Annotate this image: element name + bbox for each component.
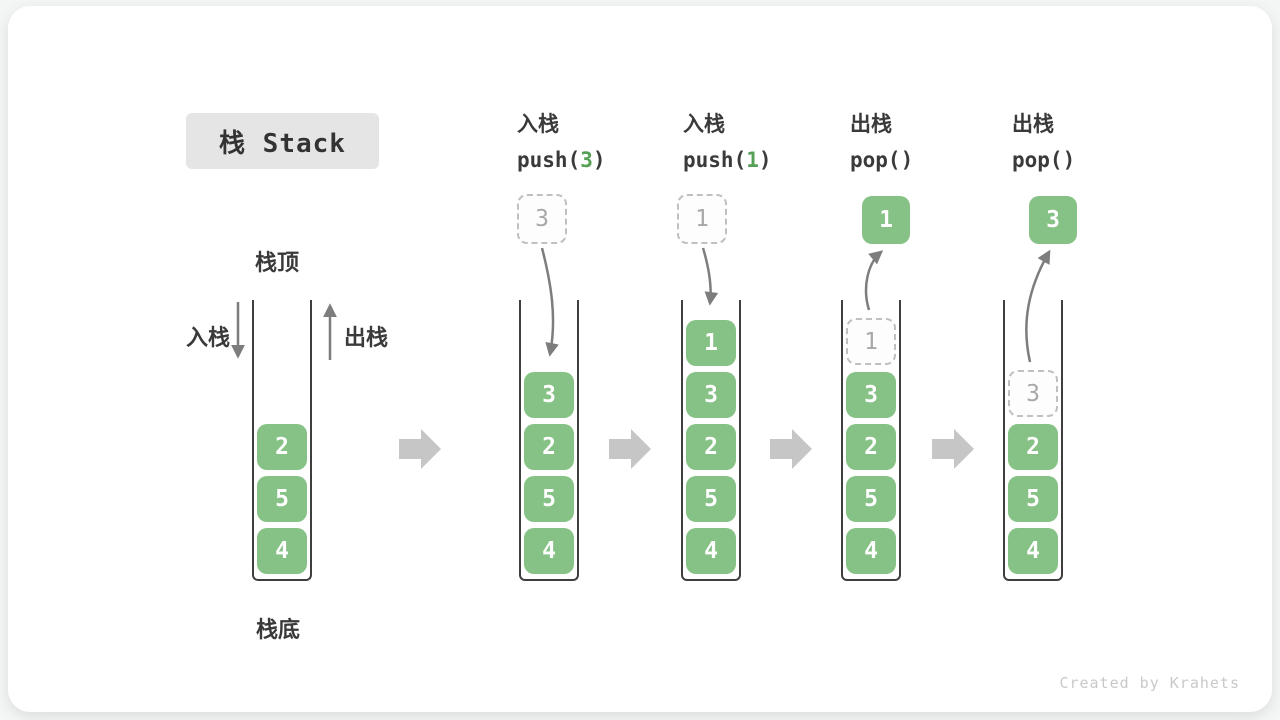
incoming-value-box: 3 bbox=[517, 194, 567, 244]
stack-cell: 1 bbox=[686, 320, 736, 366]
op-label: 入栈 bbox=[683, 112, 725, 136]
op-code-arg: 1 bbox=[746, 148, 759, 172]
stack-cell: 4 bbox=[257, 528, 307, 574]
title-badge: 栈 Stack bbox=[186, 113, 379, 169]
stack-well-pop-3 bbox=[1003, 300, 1063, 581]
op-code: push(1) bbox=[683, 148, 853, 172]
op-header-pop-3: 出栈 pop() bbox=[1012, 108, 1182, 172]
step-arrow-icon bbox=[932, 429, 974, 469]
stack-cell: 4 bbox=[846, 528, 896, 574]
stack-cell: 5 bbox=[686, 476, 736, 522]
op-header-push-3: 入栈 push(3) bbox=[517, 108, 687, 172]
stack-well-push-1 bbox=[681, 300, 741, 581]
op-code-post: ) bbox=[592, 148, 606, 172]
op-code-arg: 3 bbox=[580, 148, 593, 172]
stack-top-label: 栈顶 bbox=[255, 251, 300, 276]
push1-motion-arrow-icon bbox=[701, 247, 719, 306]
op-code-pre: pop( bbox=[1012, 148, 1063, 172]
stack-cell: 2 bbox=[846, 424, 896, 470]
stack-cell: 4 bbox=[1008, 528, 1058, 574]
stack-cell: 3 bbox=[846, 372, 896, 418]
step-arrow-icon bbox=[770, 429, 812, 469]
pop-label: 出栈 bbox=[344, 326, 389, 351]
popped-value-box: 3 bbox=[1029, 196, 1077, 244]
stack-cell: 3 bbox=[524, 372, 574, 418]
stack-cell: 2 bbox=[524, 424, 574, 470]
op-code-post: ) bbox=[1062, 148, 1076, 172]
popped-value-box: 1 bbox=[862, 196, 910, 244]
removed-cell-ghost: 3 bbox=[1008, 370, 1058, 417]
op-label: 出栈 bbox=[1012, 112, 1054, 136]
stack-cell: 4 bbox=[524, 528, 574, 574]
op-code-pre: pop( bbox=[850, 148, 901, 172]
op-header-pop-1: 出栈 pop() bbox=[850, 108, 1020, 172]
stack-cell: 3 bbox=[686, 372, 736, 418]
stack-well-push-3 bbox=[519, 300, 579, 581]
step-arrow-icon bbox=[609, 429, 651, 469]
op-header-push-1: 入栈 push(1) bbox=[683, 108, 853, 172]
push-label: 入栈 bbox=[186, 326, 231, 351]
op-label: 入栈 bbox=[517, 112, 559, 136]
stack-well-pop-1 bbox=[841, 300, 901, 581]
op-code-post: ) bbox=[900, 148, 914, 172]
stack-cell: 2 bbox=[257, 424, 307, 470]
op-code-pre: push( bbox=[517, 148, 581, 172]
op-code: pop() bbox=[850, 148, 1020, 172]
op-code: push(3) bbox=[517, 148, 687, 172]
op-code-post: ) bbox=[758, 148, 772, 172]
incoming-value-box: 1 bbox=[677, 194, 727, 244]
stack-cell: 2 bbox=[686, 424, 736, 470]
credit-text: Created by Krahets bbox=[1059, 674, 1240, 692]
removed-cell-ghost: 1 bbox=[846, 318, 896, 365]
stack-cell: 5 bbox=[524, 476, 574, 522]
stack-cell: 2 bbox=[1008, 424, 1058, 470]
stack-cell: 4 bbox=[686, 528, 736, 574]
stack-cell: 5 bbox=[257, 476, 307, 522]
stack-well-initial bbox=[252, 300, 312, 581]
stack-bottom-label: 栈底 bbox=[256, 618, 301, 643]
op-code-pre: push( bbox=[683, 148, 747, 172]
step-arrow-icon bbox=[399, 429, 441, 469]
op-label: 出栈 bbox=[850, 112, 892, 136]
op-code: pop() bbox=[1012, 148, 1182, 172]
stack-cell: 5 bbox=[846, 476, 896, 522]
stack-cell: 5 bbox=[1008, 476, 1058, 522]
